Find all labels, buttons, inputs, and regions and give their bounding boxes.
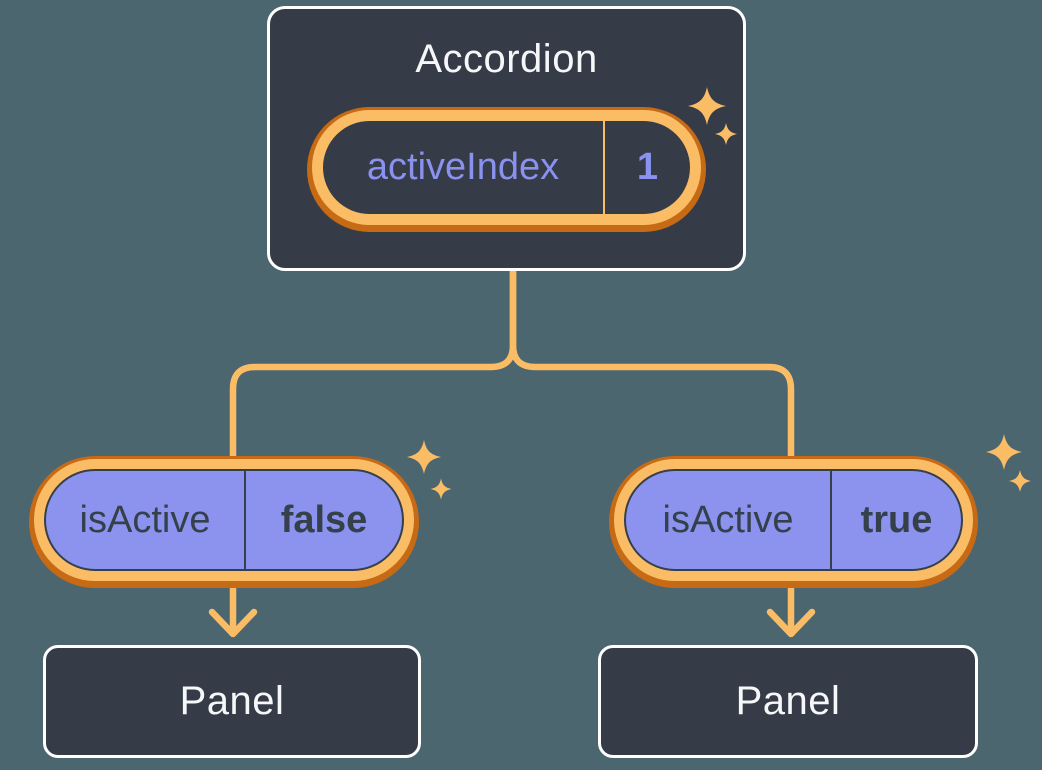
prop-pill-is-active-true: isActive true — [624, 469, 963, 571]
connector-right-branch — [509, 268, 795, 635]
panel-node-box-left: Panel — [43, 645, 421, 758]
prop-pill-label: isActive — [79, 498, 211, 541]
accordion-node-title: Accordion — [415, 37, 598, 81]
panel-node-label: Panel — [735, 679, 841, 723]
state-pill-label: activeIndex — [366, 146, 560, 188]
prop-pill-label: isActive — [662, 498, 794, 541]
sparkle-icon — [407, 440, 441, 474]
state-pill-active-index: activeIndex 1 — [323, 121, 690, 214]
panel-node-box-right: Panel — [598, 645, 978, 758]
arrow-down-icon — [208, 608, 258, 638]
prop-pill-is-active-false: isActive false — [44, 469, 404, 571]
sparkle-icon — [986, 434, 1022, 470]
sparkle-icon — [1009, 470, 1031, 492]
panel-node-label: Panel — [179, 679, 285, 723]
prop-pill-value: false — [244, 471, 402, 569]
state-pill-value: 1 — [603, 121, 690, 214]
sparkle-icon — [430, 478, 452, 500]
connector-left-branch — [229, 268, 517, 635]
arrow-down-icon — [766, 608, 816, 638]
prop-pill-value: true — [830, 471, 961, 569]
